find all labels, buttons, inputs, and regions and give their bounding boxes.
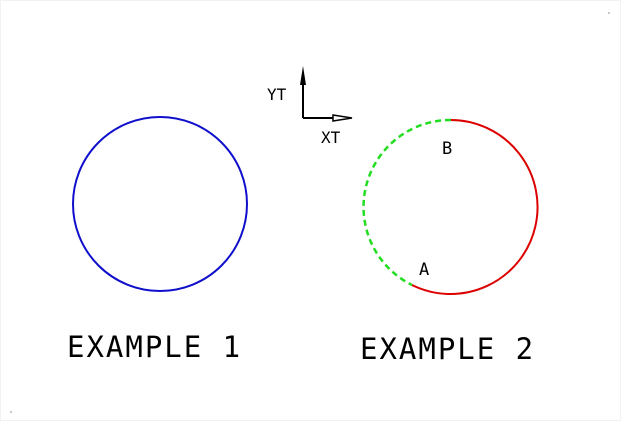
y-axis-label: YT	[267, 85, 287, 104]
example2-solid-arc	[411, 119, 539, 295]
x-axis-label: XT	[321, 128, 341, 147]
example1-caption: EXAMPLE 1	[67, 330, 242, 364]
example1-circle	[72, 116, 248, 292]
corner-dot	[10, 411, 12, 413]
point-b-label: B	[442, 139, 452, 159]
corner-dot	[608, 12, 610, 14]
example2-dashed-arc	[362, 118, 452, 287]
point-a-label: A	[419, 260, 429, 280]
y-axis-arrowhead	[300, 66, 306, 85]
example2-caption: EXAMPLE 2	[360, 332, 535, 366]
coordinate-axes-icon: YT XT	[267, 66, 353, 147]
x-axis-arrowhead	[332, 114, 353, 122]
